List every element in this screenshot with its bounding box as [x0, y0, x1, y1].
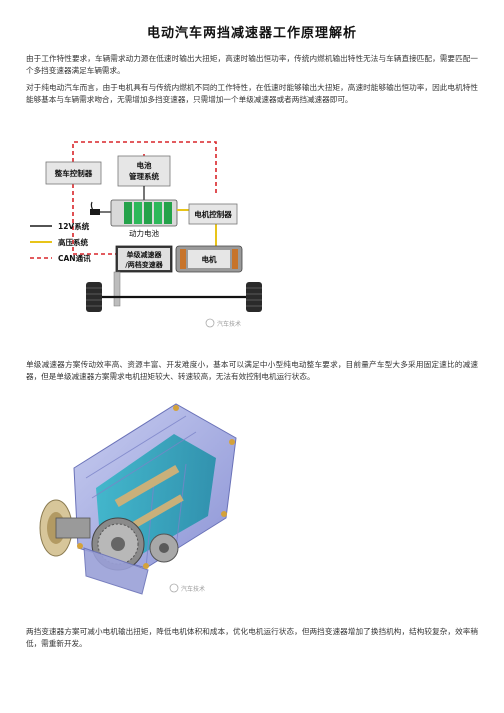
legend-high-voltage: 高压系统 [58, 237, 88, 247]
wheel-left-icon [86, 282, 102, 312]
watermark: 汽车技术 [169, 583, 205, 593]
vcu-label: 整车控制器 [55, 168, 93, 178]
paragraph-1: 由于工作特性要求，车辆需求动力源在低速时输出大扭矩，高速时输出恒功率，传统内燃机… [26, 54, 478, 75]
watermark-text: 汽车技术 [181, 585, 205, 593]
bms-label-1: 电池 [137, 160, 152, 170]
vcu-box [45, 161, 102, 185]
reducer-label-2: /两档变速器 [125, 260, 164, 269]
watermark: 汽车技术 [205, 318, 241, 328]
reducer-label-1: 单级减速器 [127, 250, 163, 259]
watermark-text: 汽车技术 [217, 320, 241, 328]
motor-label: 电机 [202, 254, 217, 264]
bms-box [117, 155, 171, 187]
legend-can: CAN通讯 [58, 253, 91, 263]
battery-label: 动力电池 [129, 228, 159, 238]
paragraph-2: 对于纯电动汽车而言，由于电机具有与传统内燃机不同的工作特性，在低速时能够输出大扭… [26, 83, 478, 104]
bms-label-2: 管理系统 [129, 171, 159, 181]
motor-icon [175, 245, 243, 273]
legend-12v: 12V系统 [58, 221, 90, 231]
page-title: 电动汽车两挡减速器工作原理解析 [146, 26, 357, 41]
paragraph-3: 单级减速器方案传动效率高、资源丰富、开发难度小，基本可以满足中小型纯电动整车要求… [26, 360, 478, 381]
wheel-right-icon [246, 282, 262, 312]
mcu-label: 电机控制器 [194, 209, 232, 219]
powertrain-diagram: 整车控制器 电池 管理系统 动力电池 电机控制器 12 [26, 134, 278, 336]
gearbox-render-image: 汽车技术 [26, 398, 258, 618]
battery-pack-icon [110, 199, 178, 227]
mcu-box [188, 203, 238, 225]
paragraph-4: 两挡变速器方案可减小电机输出扭矩，降低电机体积和成本，优化电机运行状态，但两挡变… [26, 627, 478, 648]
charging-plug-icon [90, 201, 100, 215]
